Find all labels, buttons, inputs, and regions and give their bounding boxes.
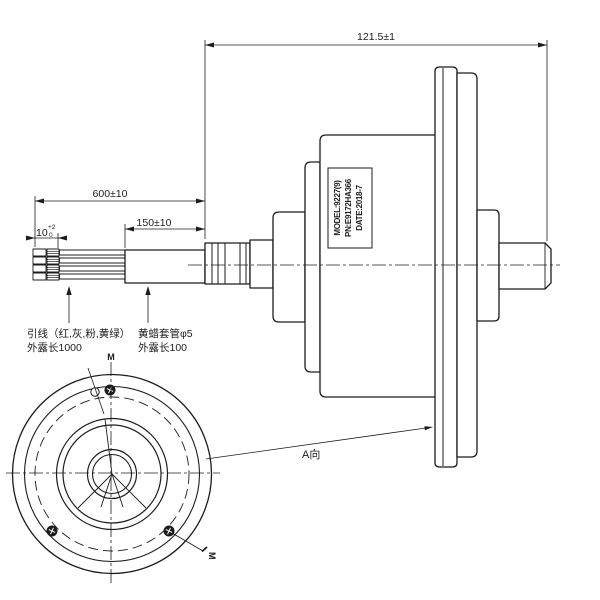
body-step [304, 161, 321, 373]
drawing-text: 121.5±1 600±10 150±10 10 +2 0 引线（红,灰,粉,黄… [27, 31, 395, 560]
section-line [171, 532, 208, 553]
flange-disc [434, 66, 458, 468]
dim-strip-tol-minus: 0 [49, 232, 53, 239]
centerlines [6, 264, 560, 586]
nameplate-model: MODEL:9227(9) [333, 180, 342, 236]
dim-overall: 121.5±1 [357, 31, 395, 43]
front-view-flange [11, 367, 213, 575]
note-leads-2: 外露长1000 [27, 342, 82, 354]
pin-hole [87, 367, 105, 415]
note-sleeve-1: 黄蜡套管φ5 [138, 327, 193, 340]
nameplate-date: DATE:2018-7 [355, 184, 364, 230]
shaft-hub [476, 209, 500, 322]
dim-strip: 10 [36, 227, 48, 239]
section-mark-top: M [107, 352, 115, 362]
side-view-motor [32, 66, 552, 468]
web-spokes [77, 418, 147, 509]
nameplate-pn: PN:E9172HA366 [344, 178, 353, 237]
dim-strip-tol-plus: +2 [48, 224, 56, 231]
nameplate: MODEL:9227(9) PN:E9172HA366 DATE:2018-7 [327, 167, 373, 249]
view-a-leader [205, 427, 427, 460]
view-a-label: A向 [302, 447, 320, 461]
lead-wires [59, 249, 126, 280]
view-a-arrowhead [424, 426, 433, 431]
wax-sleeve [124, 249, 206, 284]
bolt-circle [34, 396, 190, 552]
note-leads-1: 引线（红,灰,粉,黄绿） [27, 327, 130, 340]
rear-cap [272, 211, 306, 323]
shaft [498, 242, 552, 290]
dimension-lines [26, 40, 548, 460]
cable-bushing [204, 239, 274, 289]
screw-slots [48, 386, 173, 535]
section-mark-bottom: M [207, 552, 217, 560]
dimension-arrowheads [26, 42, 547, 431]
dim-lead: 600±10 [93, 188, 128, 200]
wire-terminals [32, 248, 60, 281]
dim-sleeve: 150±10 [137, 217, 172, 229]
note-sleeve-2: 外露长100 [138, 342, 187, 354]
